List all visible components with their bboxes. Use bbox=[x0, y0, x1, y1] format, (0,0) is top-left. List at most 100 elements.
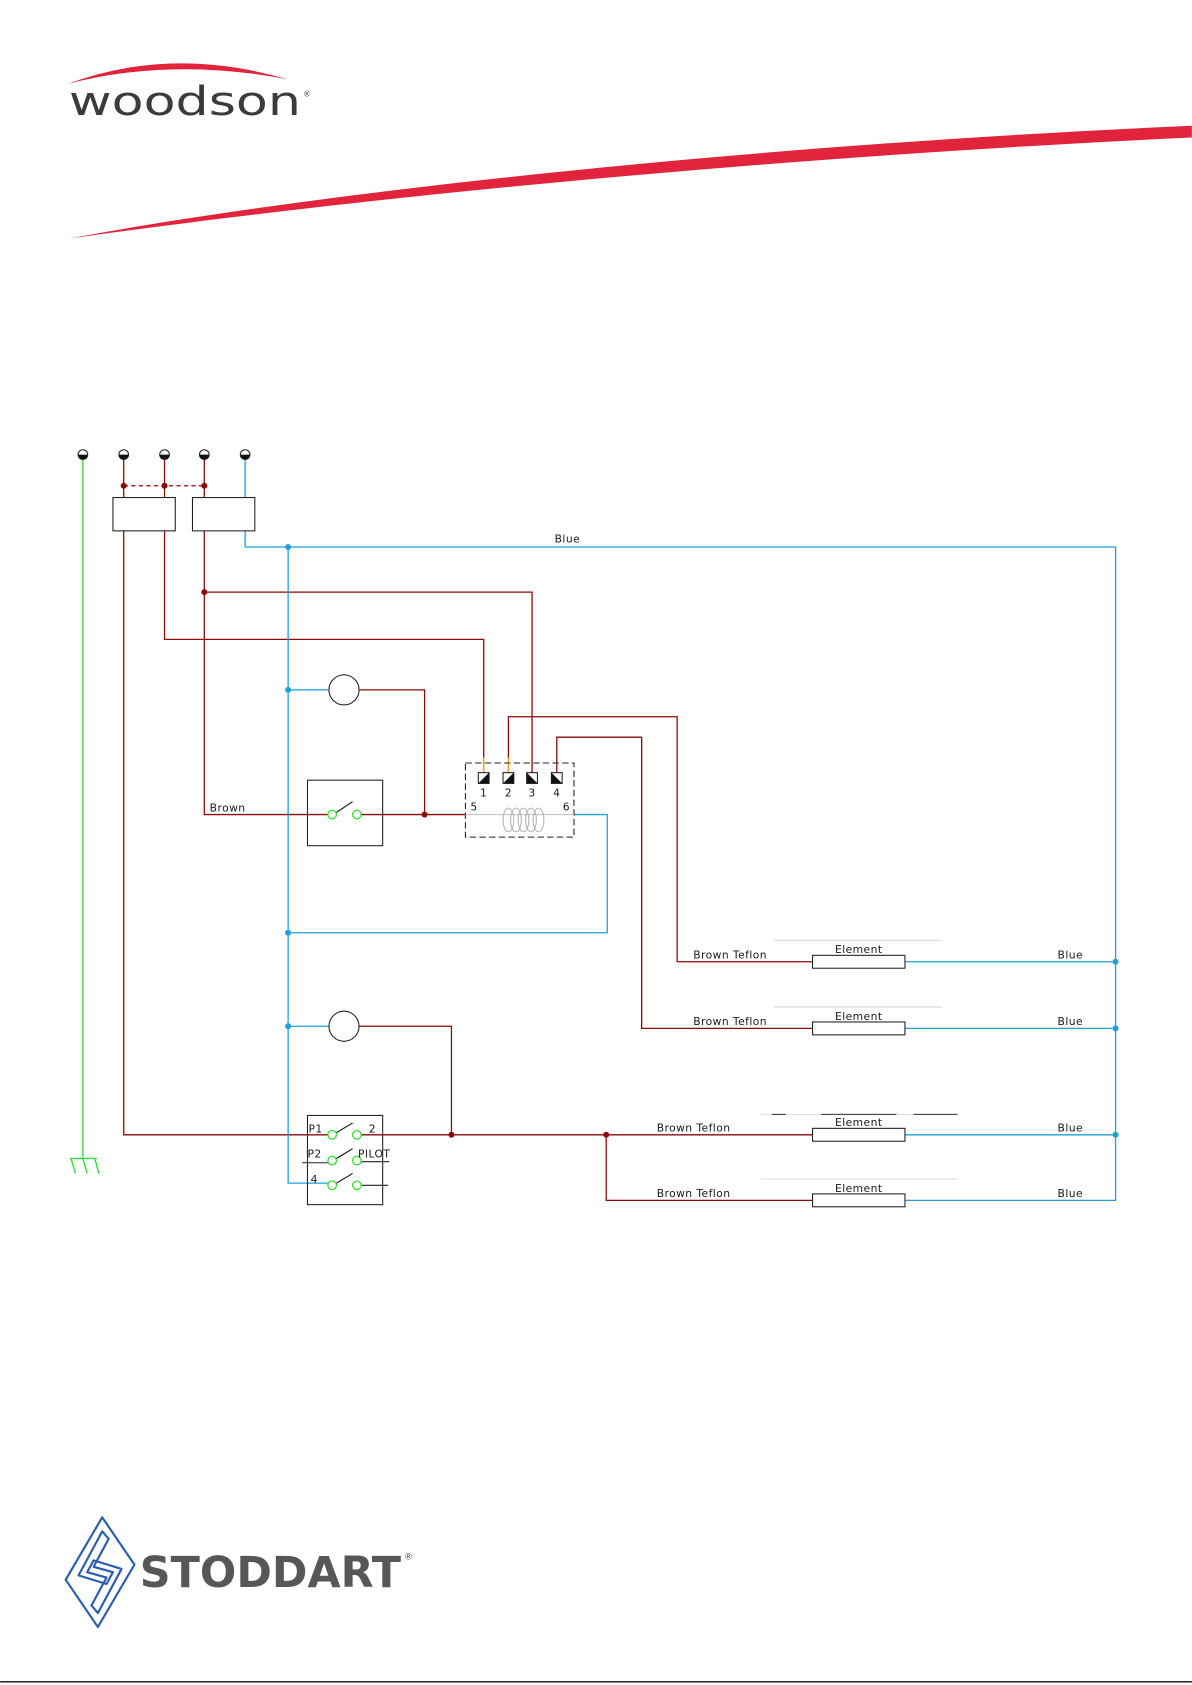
switch-contact bbox=[328, 1156, 337, 1165]
supply-terminal-l1 bbox=[119, 450, 129, 460]
element-row: Brown Teflon Element Blue bbox=[657, 1179, 1083, 1207]
junction-dot bbox=[285, 687, 291, 693]
header: woodson ® bbox=[68, 63, 1192, 238]
regulator-terminal-4 bbox=[551, 773, 562, 784]
regulator-coil-terminal-label: 5 bbox=[470, 800, 477, 813]
regulator-terminal-label: 3 bbox=[528, 786, 535, 799]
thermostat-switch bbox=[307, 780, 382, 846]
stoddart-wordmark: STODDART bbox=[140, 1548, 402, 1598]
selector-label: P1 bbox=[309, 1123, 323, 1136]
junction-dot bbox=[201, 483, 207, 489]
regulator-terminal-label: 4 bbox=[553, 786, 560, 799]
regulator-terminal-1 bbox=[478, 773, 489, 784]
earth-ground-icon bbox=[70, 1158, 99, 1173]
woodson-registered-mark: ® bbox=[303, 90, 311, 99]
element-name-label: Element bbox=[835, 943, 882, 956]
coil-turn bbox=[533, 808, 544, 832]
regulator-terminal-label: 2 bbox=[505, 786, 512, 799]
stoddart-emblem-hook-lower bbox=[87, 1560, 121, 1613]
supply-terminal-l3 bbox=[199, 450, 209, 460]
wire-neutral-regulator-coil bbox=[288, 815, 607, 933]
heating-element bbox=[813, 1022, 905, 1035]
supply-wire-label: Blue bbox=[555, 533, 580, 546]
supply-terminal-l2 bbox=[160, 450, 170, 460]
supply-block-left bbox=[113, 498, 175, 531]
indicator-lamps bbox=[329, 675, 359, 1041]
junction-dot bbox=[162, 483, 168, 489]
stoddart-registered-mark: ® bbox=[404, 1552, 413, 1562]
junction-dot bbox=[1113, 1132, 1119, 1138]
junction-dot bbox=[448, 1132, 454, 1138]
element-row: Brown Teflon Element Blue bbox=[657, 1114, 1083, 1141]
wire-live-lamp-1 bbox=[359, 690, 425, 815]
control-wire-label: Brown bbox=[210, 801, 246, 814]
switch-contact bbox=[328, 1130, 337, 1139]
footer: STODDART ® bbox=[0, 1517, 1192, 1681]
wire-live-regulator-4-feed bbox=[557, 737, 813, 1028]
selector-switch: P1 2 P2 PILOT 4 bbox=[302, 1115, 390, 1204]
element-return-label: Blue bbox=[1058, 949, 1083, 962]
heating-element bbox=[813, 1128, 905, 1141]
junction-dot bbox=[201, 589, 207, 595]
element-name-label: Element bbox=[835, 1010, 882, 1023]
element-feed-label: Brown Teflon bbox=[657, 1122, 731, 1135]
wire-neutral-bus bbox=[288, 547, 328, 1183]
regulator-terminal-label: 1 bbox=[480, 786, 487, 799]
selector-label: PILOT bbox=[358, 1147, 390, 1160]
element-return-label: Blue bbox=[1058, 1187, 1083, 1200]
energy-regulator: 1 2 3 4 5 6 bbox=[465, 763, 574, 837]
neutral-circuit bbox=[245, 460, 1115, 1200]
switch-lever bbox=[336, 1149, 352, 1159]
regulator-terminal-2 bbox=[503, 773, 514, 784]
junction-dot bbox=[121, 483, 127, 489]
switch-contact bbox=[328, 1181, 337, 1190]
supply-terminals bbox=[78, 450, 250, 460]
wire-live-regulator-2-feed bbox=[508, 717, 812, 962]
selector-label: P2 bbox=[307, 1147, 321, 1160]
switch-contact bbox=[353, 1181, 362, 1190]
heating-elements: Brown Teflon Element Blue Brown Teflon E… bbox=[657, 940, 1083, 1207]
regulator-coil bbox=[503, 808, 544, 832]
element-name-label: Element bbox=[835, 1116, 882, 1129]
wire-live-lamp-2 bbox=[359, 1026, 451, 1135]
junction-dot bbox=[1113, 1025, 1119, 1031]
element-row: Brown Teflon Element Blue bbox=[693, 1007, 1083, 1035]
wire-live-regulator-3 bbox=[204, 592, 532, 773]
switch-contact bbox=[353, 1130, 362, 1139]
supply-blocks bbox=[113, 498, 255, 531]
wire-neutral-main bbox=[245, 460, 1115, 1200]
supply-terminal-earth bbox=[78, 450, 88, 460]
switch-contact bbox=[353, 810, 362, 819]
selector-label: 4 bbox=[311, 1173, 318, 1186]
junction-dot bbox=[422, 812, 428, 818]
junction-dot bbox=[285, 544, 291, 550]
switch-lever bbox=[336, 1173, 352, 1183]
element-return-label: Blue bbox=[1058, 1015, 1083, 1028]
element-name-label: Element bbox=[835, 1182, 882, 1195]
stoddart-emblem-icon bbox=[66, 1517, 135, 1627]
regulator-coil-terminal-label: 6 bbox=[563, 800, 570, 813]
element-row: Brown Teflon Element Blue bbox=[693, 940, 1083, 968]
stoddart-emblem-hook-upper bbox=[79, 1531, 113, 1584]
junction-dot bbox=[1113, 959, 1119, 965]
switch-contact bbox=[328, 810, 337, 819]
supply-block-right bbox=[192, 498, 254, 531]
earth-circuit bbox=[70, 460, 99, 1174]
regulator-terminal-3 bbox=[527, 773, 538, 784]
indicator-lamp-2 bbox=[329, 1011, 359, 1041]
switch-lever bbox=[336, 1123, 352, 1133]
woodson-wordmark: woodson bbox=[69, 79, 301, 125]
selector-label: 2 bbox=[369, 1123, 376, 1136]
element-feed-label: Brown Teflon bbox=[693, 1015, 767, 1028]
supply-terminal-neutral bbox=[240, 450, 250, 460]
junction-dot bbox=[285, 1023, 291, 1029]
indicator-lamp-1 bbox=[329, 675, 359, 705]
heating-element bbox=[813, 955, 905, 968]
live-circuit bbox=[124, 460, 813, 1200]
junction-dot bbox=[603, 1132, 609, 1138]
header-swoosh bbox=[69, 126, 1192, 239]
switch-lever bbox=[336, 802, 352, 813]
element-feed-label: Brown Teflon bbox=[657, 1187, 731, 1200]
thermostat-switch-housing bbox=[307, 780, 382, 846]
